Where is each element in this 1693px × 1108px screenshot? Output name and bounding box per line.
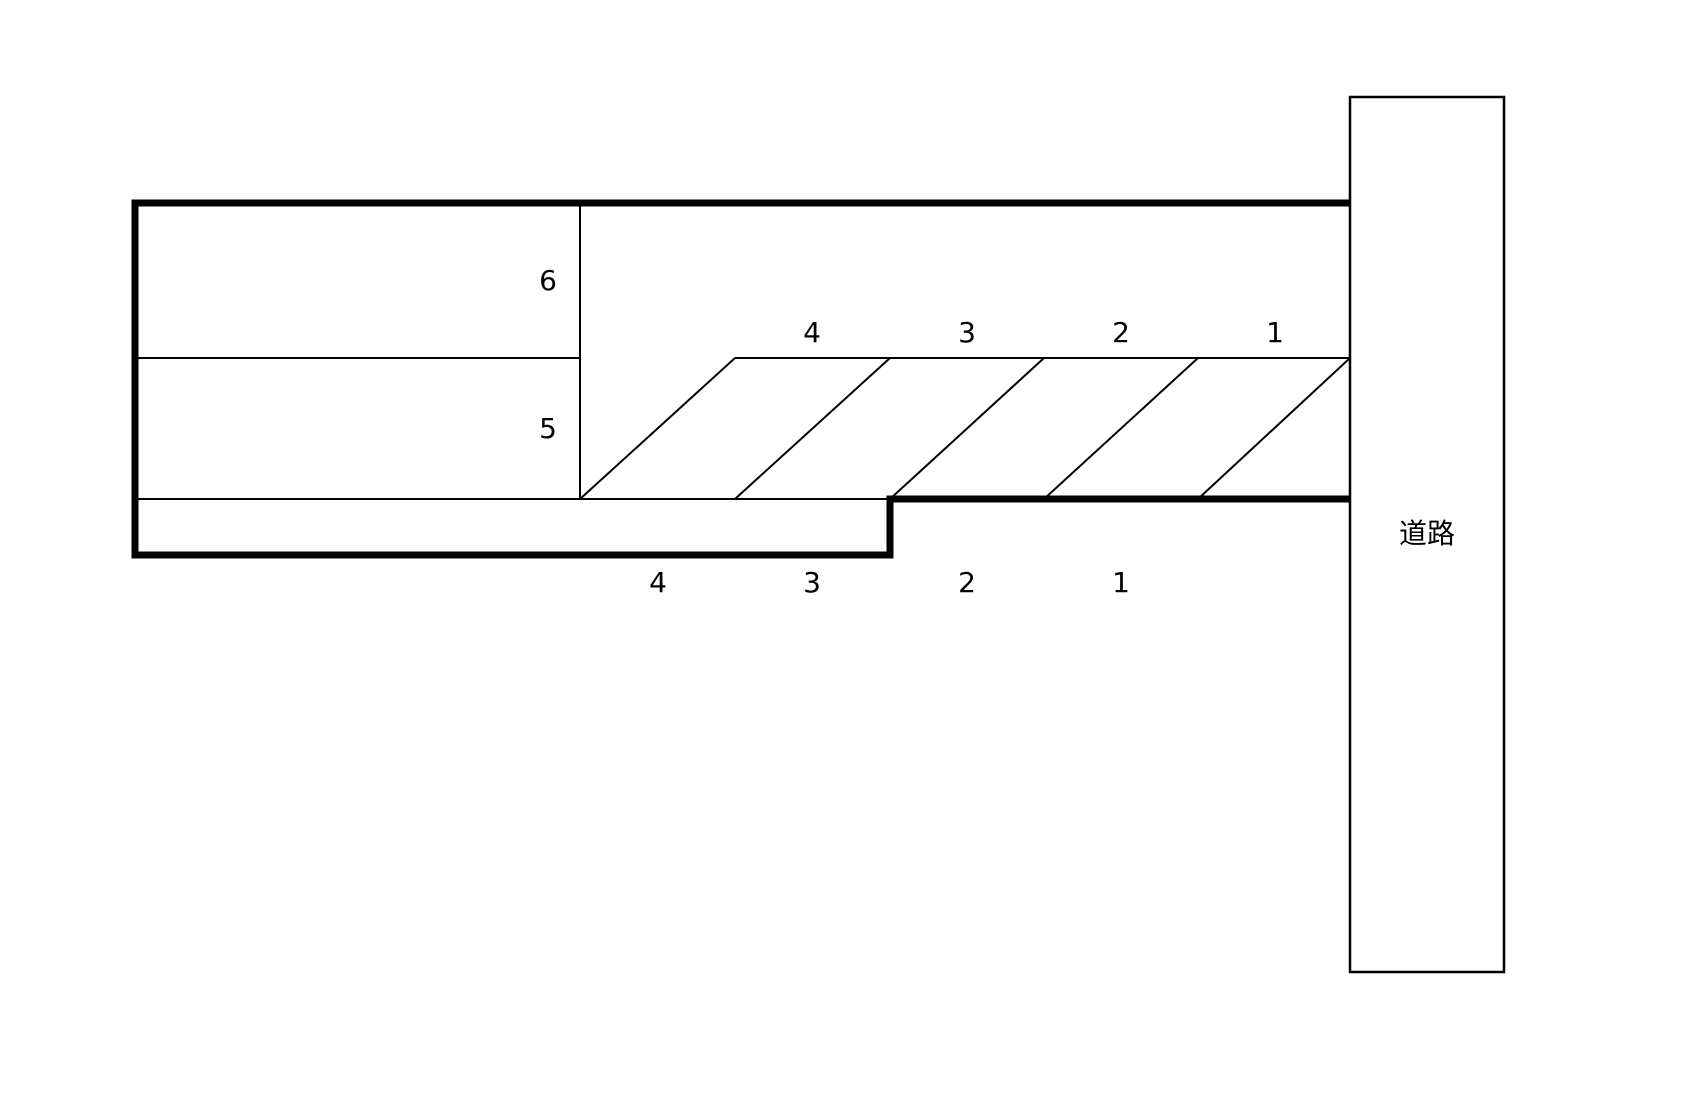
stall-number-5: 5 (539, 412, 557, 445)
lower-number-3: 3 (803, 566, 821, 599)
lower-number-1: 1 (1112, 566, 1130, 599)
stall-diagonal-3 (889, 357, 1045, 500)
upper-number-2: 2 (1112, 316, 1130, 349)
stall-number-6: 6 (539, 264, 557, 297)
upper-number-1: 1 (1266, 316, 1284, 349)
lower-number-4: 4 (649, 566, 667, 599)
stall-diagonal-1 (579, 357, 736, 500)
stall-diagonal-2 (734, 357, 891, 500)
upper-number-3: 3 (958, 316, 976, 349)
lower-number-2: 2 (958, 566, 976, 599)
stall-diagonal-5 (1197, 357, 1351, 500)
stall-diagonal-4 (1043, 357, 1199, 500)
upper-number-4: 4 (803, 316, 821, 349)
road-rect (1348, 95, 1506, 974)
road-label: 道路 (1399, 517, 1455, 550)
lot-boundary (131, 199, 1350, 559)
